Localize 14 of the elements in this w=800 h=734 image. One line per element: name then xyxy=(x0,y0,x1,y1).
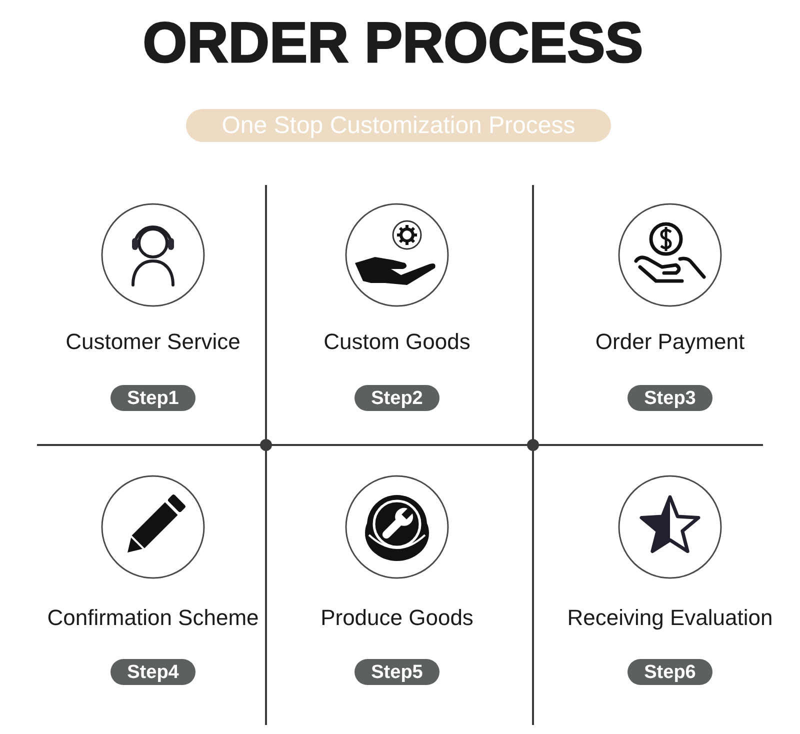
step-label: Custom Goods xyxy=(324,331,470,353)
step-label: Confirmation Scheme xyxy=(47,607,259,629)
step-label: Produce Goods xyxy=(320,607,474,629)
step-label: Order Payment xyxy=(595,331,745,353)
subtitle-banner: One Stop Customization Process xyxy=(186,109,611,142)
step-badge: Step2 xyxy=(354,385,440,411)
step-badge: Step6 xyxy=(628,659,712,685)
page-title: ORDER PROCESS xyxy=(142,15,644,72)
step-badge: Step4 xyxy=(110,659,196,685)
step-label: Receiving Evaluation xyxy=(567,607,773,629)
step-badge: Step5 xyxy=(354,659,440,685)
step-label: Customer Service xyxy=(66,331,240,353)
step-badge: Step1 xyxy=(110,385,196,411)
step-badge: Step3 xyxy=(628,385,712,411)
